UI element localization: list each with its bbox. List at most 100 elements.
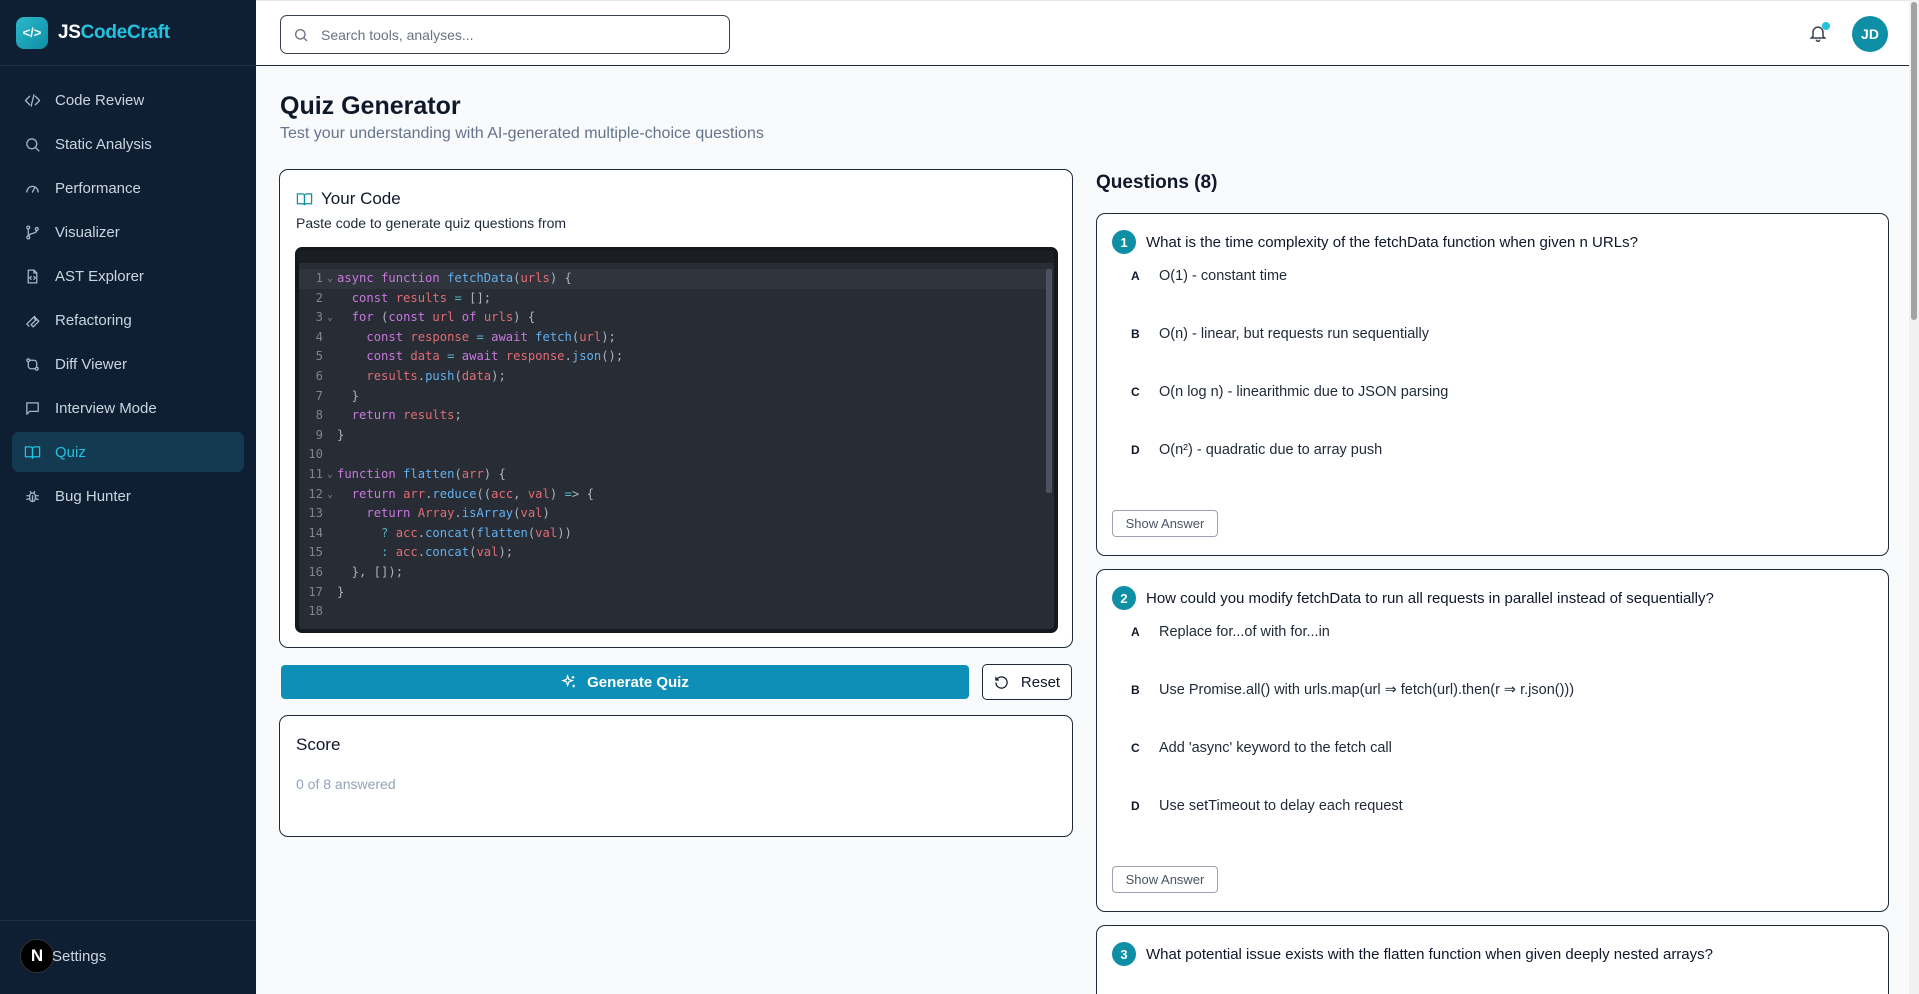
reset-label: Reset [1020, 673, 1061, 691]
code-line[interactable]: 10 [299, 445, 1049, 465]
brand-name-part2: CodeCraft [80, 21, 170, 43]
generate-quiz-button[interactable]: Generate Quiz [281, 665, 969, 699]
page-title: Quiz Generator [280, 92, 461, 120]
code-line[interactable]: 17} [299, 583, 1049, 603]
code-line[interactable]: 14 ? acc.concat(flatten(val)) [299, 524, 1049, 544]
code-text: } [337, 388, 360, 403]
line-number: 18 [308, 604, 323, 619]
user-avatar-button[interactable]: JD [1852, 16, 1888, 52]
scrollbar-thumb[interactable] [1911, 2, 1917, 320]
show-answer-button[interactable]: Show Answer [1112, 510, 1218, 537]
code-line[interactable]: 11⌄function flatten(arr) { [299, 465, 1049, 485]
user-avatar[interactable]: N [20, 939, 54, 973]
sidebar-item-diff-viewer[interactable]: Diff Viewer [12, 344, 244, 384]
rotate-ccw-icon [995, 675, 1008, 689]
sidebar-item-ast-explorer[interactable]: AST Explorer [12, 256, 244, 296]
page-subtitle: Test your understanding with AI-generate… [280, 125, 764, 142]
question-text: What is the time complexity of the fetch… [1146, 233, 1638, 251]
sidebar-footer: N Settings [0, 920, 256, 994]
search-bar[interactable] [280, 15, 730, 54]
sidebar-item-interview-mode[interactable]: Interview Mode [12, 388, 244, 428]
sidebar-item-code-review[interactable]: Code Review [12, 80, 244, 120]
sidebar-item-bug-hunter[interactable]: Bug Hunter [12, 476, 244, 516]
questions-heading: Questions (8) [1096, 172, 1218, 193]
fold-chevron-icon[interactable]: ⌄ [326, 488, 334, 500]
code-line[interactable]: 2 const results = []; [299, 289, 1049, 309]
question-card: 1 What is the time complexity of the fet… [1096, 213, 1889, 556]
sidebar-item-label: Interview Mode [55, 399, 157, 417]
option-letter: B [1131, 683, 1140, 697]
notifications-button[interactable] [1808, 22, 1830, 45]
code-text: const results = []; [351, 290, 492, 305]
code-line[interactable]: 16 }, []); [299, 563, 1049, 583]
page-scrollbar[interactable] [1909, 0, 1919, 994]
code-line[interactable]: 12⌄ return arr.reduce((acc, val) => { [299, 485, 1049, 505]
brand-name: JSCodeCraft [58, 22, 170, 44]
reset-button[interactable]: Reset [982, 664, 1072, 700]
line-number: 17 [308, 584, 323, 599]
code-text: return Array.isArray(val) [366, 506, 550, 521]
question-text: What potential issue exists with the fla… [1146, 945, 1713, 963]
code-line[interactable]: 3⌄ for (const url of urls) { [299, 308, 1049, 328]
line-number: 12 [308, 486, 323, 501]
fold-chevron-icon[interactable]: ⌄ [326, 468, 334, 480]
code-line[interactable]: 7 } [299, 387, 1049, 407]
brand[interactable]: </> JSCodeCraft [0, 0, 256, 66]
file-code-icon [27, 268, 38, 284]
git-compare-icon [26, 357, 39, 371]
line-number: 4 [315, 329, 323, 344]
search-icon [295, 28, 308, 41]
code-text: } [337, 427, 345, 442]
code-editor[interactable]: 1⌄async function fetchData(urls) {2 cons… [295, 247, 1058, 633]
sidebar-item-visualizer[interactable]: Visualizer [12, 212, 244, 252]
bug-icon [26, 490, 39, 502]
line-number: 1 [315, 271, 323, 285]
code-text: function flatten(arr) { [337, 466, 506, 481]
code-line[interactable]: 15 : acc.concat(val); [299, 543, 1049, 563]
settings-link[interactable]: N Settings [20, 939, 106, 973]
editor-scrollbar[interactable] [1046, 269, 1052, 493]
code-line[interactable]: 18 [299, 602, 1049, 622]
option-text: O(n²) - quadratic due to array push [1159, 442, 1383, 458]
line-number: 6 [315, 368, 323, 383]
sidebar-item-refactoring[interactable]: Refactoring [12, 300, 244, 340]
wrench-icon [26, 315, 40, 328]
code-icon [24, 93, 41, 107]
search-input[interactable] [321, 26, 701, 43]
option-text: Use Promise.all() with urls.map(url ⇒ fe… [1159, 682, 1575, 698]
sidebar-item-static-analysis[interactable]: Static Analysis [12, 124, 244, 164]
sidebar-item-performance[interactable]: Performance [12, 168, 244, 208]
question-text-row: 3 What potential issue exists with the f… [1112, 942, 1713, 966]
answer-option[interactable]: B Use Promise.all() with urls.map(url ⇒ f… [1109, 670, 1869, 710]
show-answer-button[interactable]: Show Answer [1112, 866, 1218, 893]
sidebar: </> JSCodeCraft Code Review Static Analy… [0, 0, 256, 994]
fold-gutter [323, 583, 337, 603]
sidebar-item-quiz[interactable]: Quiz [12, 432, 244, 472]
sidebar-item-label: Diff Viewer [55, 355, 127, 373]
fold-chevron-icon[interactable]: ⌄ [326, 312, 334, 324]
code-line[interactable]: 5 const data = await response.json(); [299, 347, 1049, 367]
code-text: return results; [351, 408, 462, 423]
code-lines[interactable]: 1⌄async function fetchData(urls) {2 cons… [299, 269, 1049, 622]
option-letter: D [1131, 443, 1140, 457]
code-line[interactable]: 4 const response = await fetch(url); [299, 328, 1049, 348]
code-line[interactable]: 6 results.push(data); [299, 367, 1049, 387]
code-text: ? acc.concat(flatten(val)) [381, 525, 572, 540]
line-number: 2 [315, 290, 323, 305]
code-line[interactable]: 1⌄async function fetchData(urls) { [299, 269, 1049, 289]
fold-gutter [323, 289, 337, 309]
fold-chevron-icon[interactable]: ⌄ [326, 273, 334, 284]
code-line[interactable]: 8 return results; [299, 406, 1049, 426]
code-line[interactable]: 9} [299, 426, 1049, 446]
answer-option[interactable]: D O(n²) - quadratic due to array push [1109, 430, 1869, 470]
bell-icon [1809, 26, 1827, 43]
code-line[interactable]: 13 return Array.isArray(val) [299, 504, 1049, 524]
git-branch-icon [26, 224, 39, 240]
option-text: O(n log n) - linearithmic due to JSON pa… [1159, 384, 1449, 400]
